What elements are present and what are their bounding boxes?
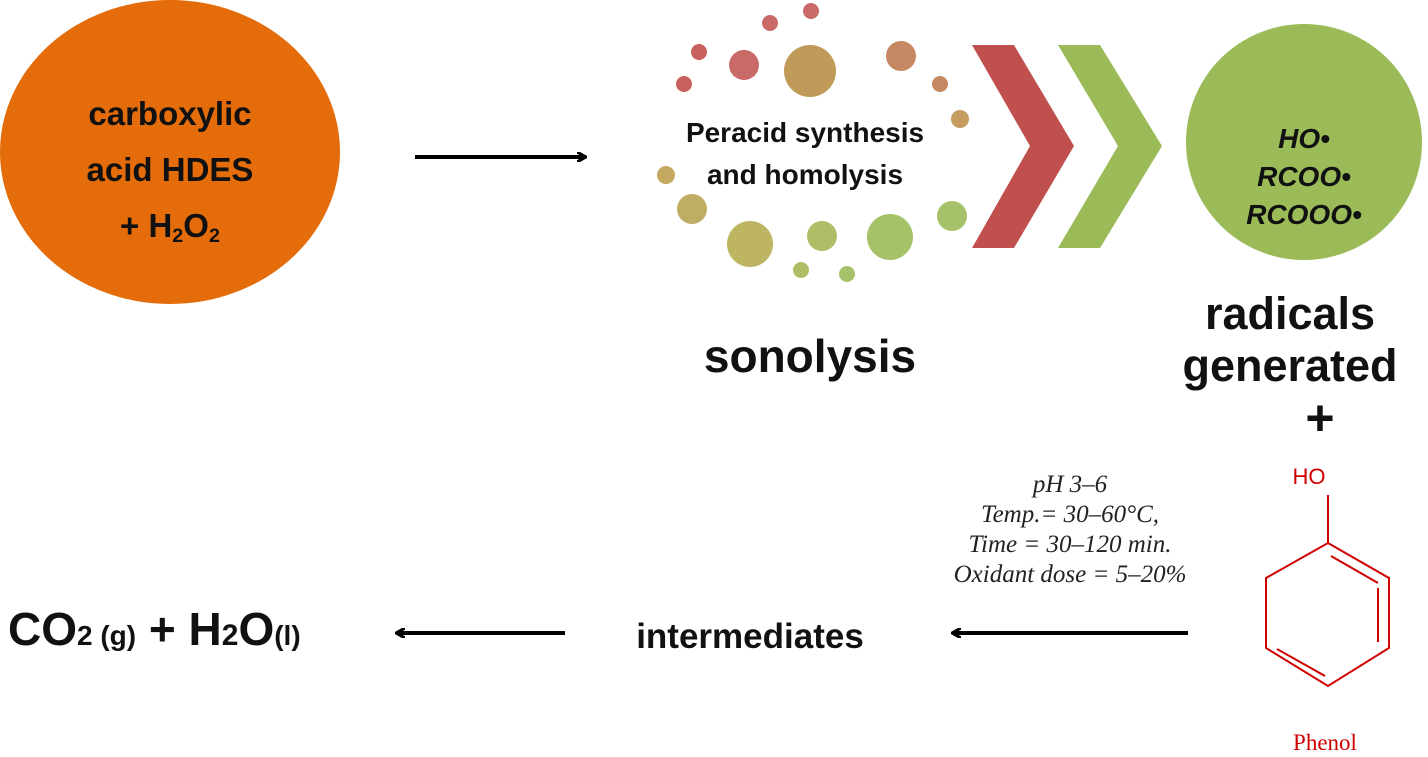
- bubble: [762, 15, 778, 31]
- radicals-label: radicals generated: [1170, 288, 1410, 392]
- bubble: [657, 166, 675, 184]
- bubble: [937, 201, 967, 231]
- radical-item: RCOOO•: [1246, 199, 1362, 230]
- bubble: [803, 3, 819, 19]
- condition-oxidant: Oxidant dose = 5–20%: [953, 561, 1187, 588]
- bubble: [793, 262, 809, 278]
- sonolysis-center-line2: and homolysis: [706, 159, 904, 190]
- reactant-line3: + H2O2: [120, 207, 220, 247]
- radical-item: RCOO•: [1257, 161, 1351, 192]
- bubble: [932, 76, 948, 92]
- phenol-substituent: HO: [1292, 464, 1326, 489]
- condition-temp: Temp.= 30–60°C,: [980, 501, 1160, 528]
- phenol-name: Phenol: [1293, 730, 1357, 755]
- bubble: [784, 45, 836, 97]
- bubble: [886, 41, 916, 71]
- bubble: [729, 50, 759, 80]
- condition-ph: pH 3–6: [1032, 471, 1108, 498]
- bubble: [676, 76, 692, 92]
- radicals-circle: [1186, 24, 1422, 260]
- bubble: [951, 110, 969, 128]
- sonolysis-bubbles: [657, 3, 969, 282]
- sonolysis-label: sonolysis: [703, 330, 917, 382]
- bubble: [677, 194, 707, 224]
- condition-time: Time = 30–120 min.: [968, 531, 1172, 558]
- radical-item: HO•: [1278, 123, 1330, 154]
- reactant-line1: carboxylic: [88, 95, 252, 132]
- reactant-ellipse: [0, 0, 340, 304]
- plus-sign: +: [1305, 390, 1335, 446]
- bubble: [867, 214, 913, 260]
- sonolysis-center-line1: Peracid synthesis: [685, 117, 925, 148]
- products-label: CO2 (g) + H2O(l): [8, 603, 301, 655]
- radicals-label-line2: generated: [1182, 340, 1398, 391]
- radicals-label-line1: radicals: [1204, 288, 1376, 339]
- chevron-green: [1058, 45, 1162, 248]
- intermediates-label: intermediates: [636, 617, 864, 656]
- bubble: [807, 221, 837, 251]
- bubble: [691, 44, 707, 60]
- sonolysis-center-text: Peracid synthesis and homolysis: [655, 112, 955, 196]
- reactant-label: carboxylic acid HDES + H2O2: [60, 86, 280, 254]
- chevron-red: [972, 45, 1074, 248]
- phenol-structure: [1265, 495, 1390, 688]
- reaction-conditions: pH 3–6 Temp.= 30–60°C, Time = 30–120 min…: [905, 470, 1235, 590]
- radicals-list: HO• RCOO• RCOOO•: [1204, 120, 1404, 234]
- bubble: [727, 221, 773, 267]
- bubble: [839, 266, 855, 282]
- reactant-line2: acid HDES: [86, 151, 254, 188]
